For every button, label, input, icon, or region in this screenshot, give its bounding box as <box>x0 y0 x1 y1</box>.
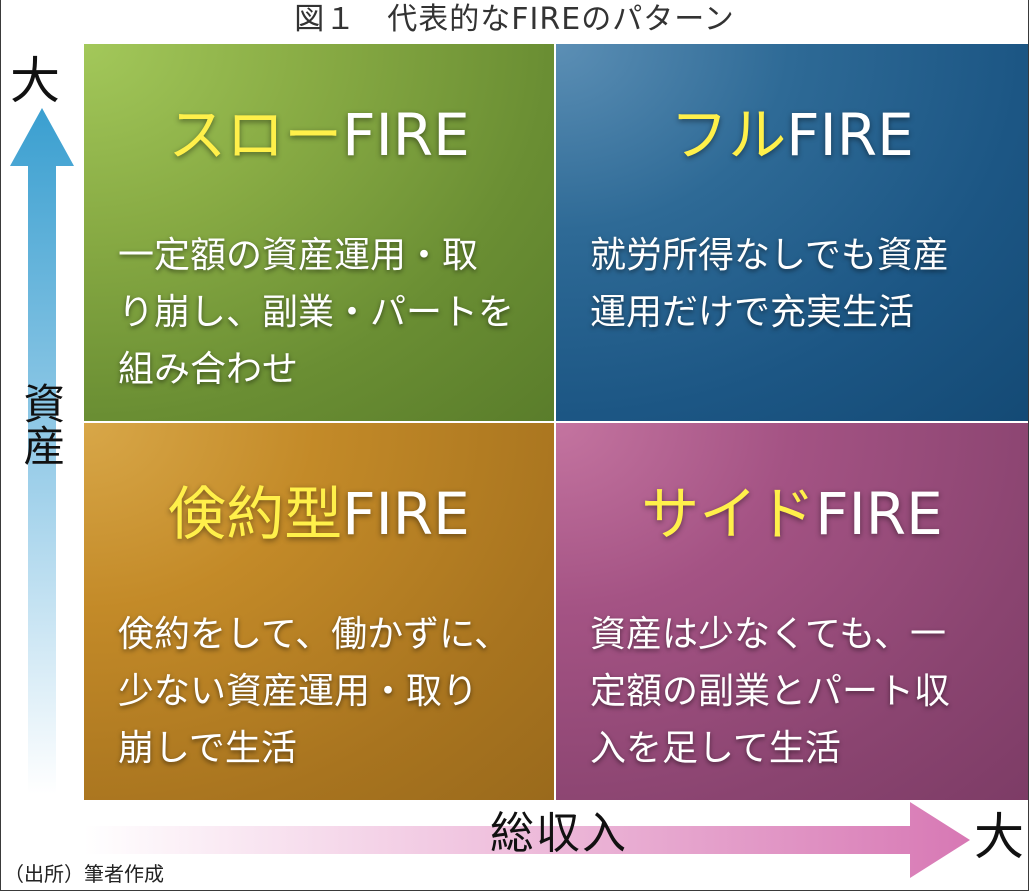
description-line: 運用だけで充実生活 <box>590 292 915 333</box>
description-line: 一定額の資産運用・取 <box>118 235 479 276</box>
y-axis-arrow-icon <box>10 108 74 794</box>
description-line: 入を足して生活 <box>590 728 841 769</box>
x-axis-max-label: 大 <box>974 808 1024 866</box>
description-line: 資産は少なくても、一 <box>590 614 947 655</box>
description-line: 組み合わせ <box>118 349 299 390</box>
description-line: り崩し、副業・パートを <box>118 292 515 333</box>
quadrant-title-accent: 倹約型 <box>168 480 343 548</box>
quadrant-description: 倹約をして、働かずに、 少ない資産運用・取り 崩しで生活 <box>118 606 534 777</box>
description-line: 就労所得なしでも資産 <box>590 235 949 276</box>
quadrant-title: サイドFIRE <box>556 485 1028 543</box>
quadrant-description: 資産は少なくても、一 定額の副業とパート収 入を足して生活 <box>590 606 1008 777</box>
quadrant-slow-fire: スローFIRE 一定額の資産運用・取 り崩し、副業・パートを 組み合わせ <box>84 44 554 421</box>
description-line: 倹約をして、働かずに、 <box>118 614 511 655</box>
quadrant-title: フルFIRE <box>556 106 1028 164</box>
quadrant-title-main: FIRE <box>342 101 470 169</box>
quadrant-title-accent: フル <box>670 101 787 169</box>
quadrant-title-accent: スロー <box>168 101 343 169</box>
quadrant-title-accent: サイド <box>641 480 816 548</box>
quadrant-title: 倹約型FIRE <box>84 485 554 543</box>
quadrant-side-fire: サイドFIRE 資産は少なくても、一 定額の副業とパート収 入を足して生活 <box>556 423 1028 800</box>
fire-quadrant-grid: スローFIRE 一定額の資産運用・取 り崩し、副業・パートを 組み合わせ フルF… <box>84 44 1028 800</box>
quadrant-title-main: FIRE <box>815 480 943 548</box>
description-line: 定額の副業とパート収 <box>590 671 951 712</box>
x-axis-label: 総収入 <box>490 808 628 859</box>
description-line: 崩しで生活 <box>118 728 297 769</box>
quadrant-title: スローFIRE <box>84 106 554 164</box>
figure-title: 図１ 代表的なFIREのパターン <box>294 2 735 37</box>
quadrant-description: 就労所得なしでも資産 運用だけで充実生活 <box>590 227 1008 341</box>
quadrant-description: 一定額の資産運用・取 り崩し、副業・パートを 組み合わせ <box>118 227 534 398</box>
quadrant-title-main: FIRE <box>342 480 470 548</box>
y-axis-max-label: 大 <box>10 52 60 110</box>
source-note: （出所）筆者作成 <box>4 862 164 886</box>
quadrant-full-fire: フルFIRE 就労所得なしでも資産 運用だけで充実生活 <box>556 44 1028 421</box>
x-axis-arrow-icon <box>84 802 970 878</box>
quadrant-frugal-fire: 倹約型FIRE 倹約をして、働かずに、 少ない資産運用・取り 崩しで生活 <box>84 423 554 800</box>
y-axis-label: 資産 <box>17 382 66 466</box>
quadrant-title-main: FIRE <box>786 101 914 169</box>
description-line: 少ない資産運用・取り <box>118 671 479 712</box>
